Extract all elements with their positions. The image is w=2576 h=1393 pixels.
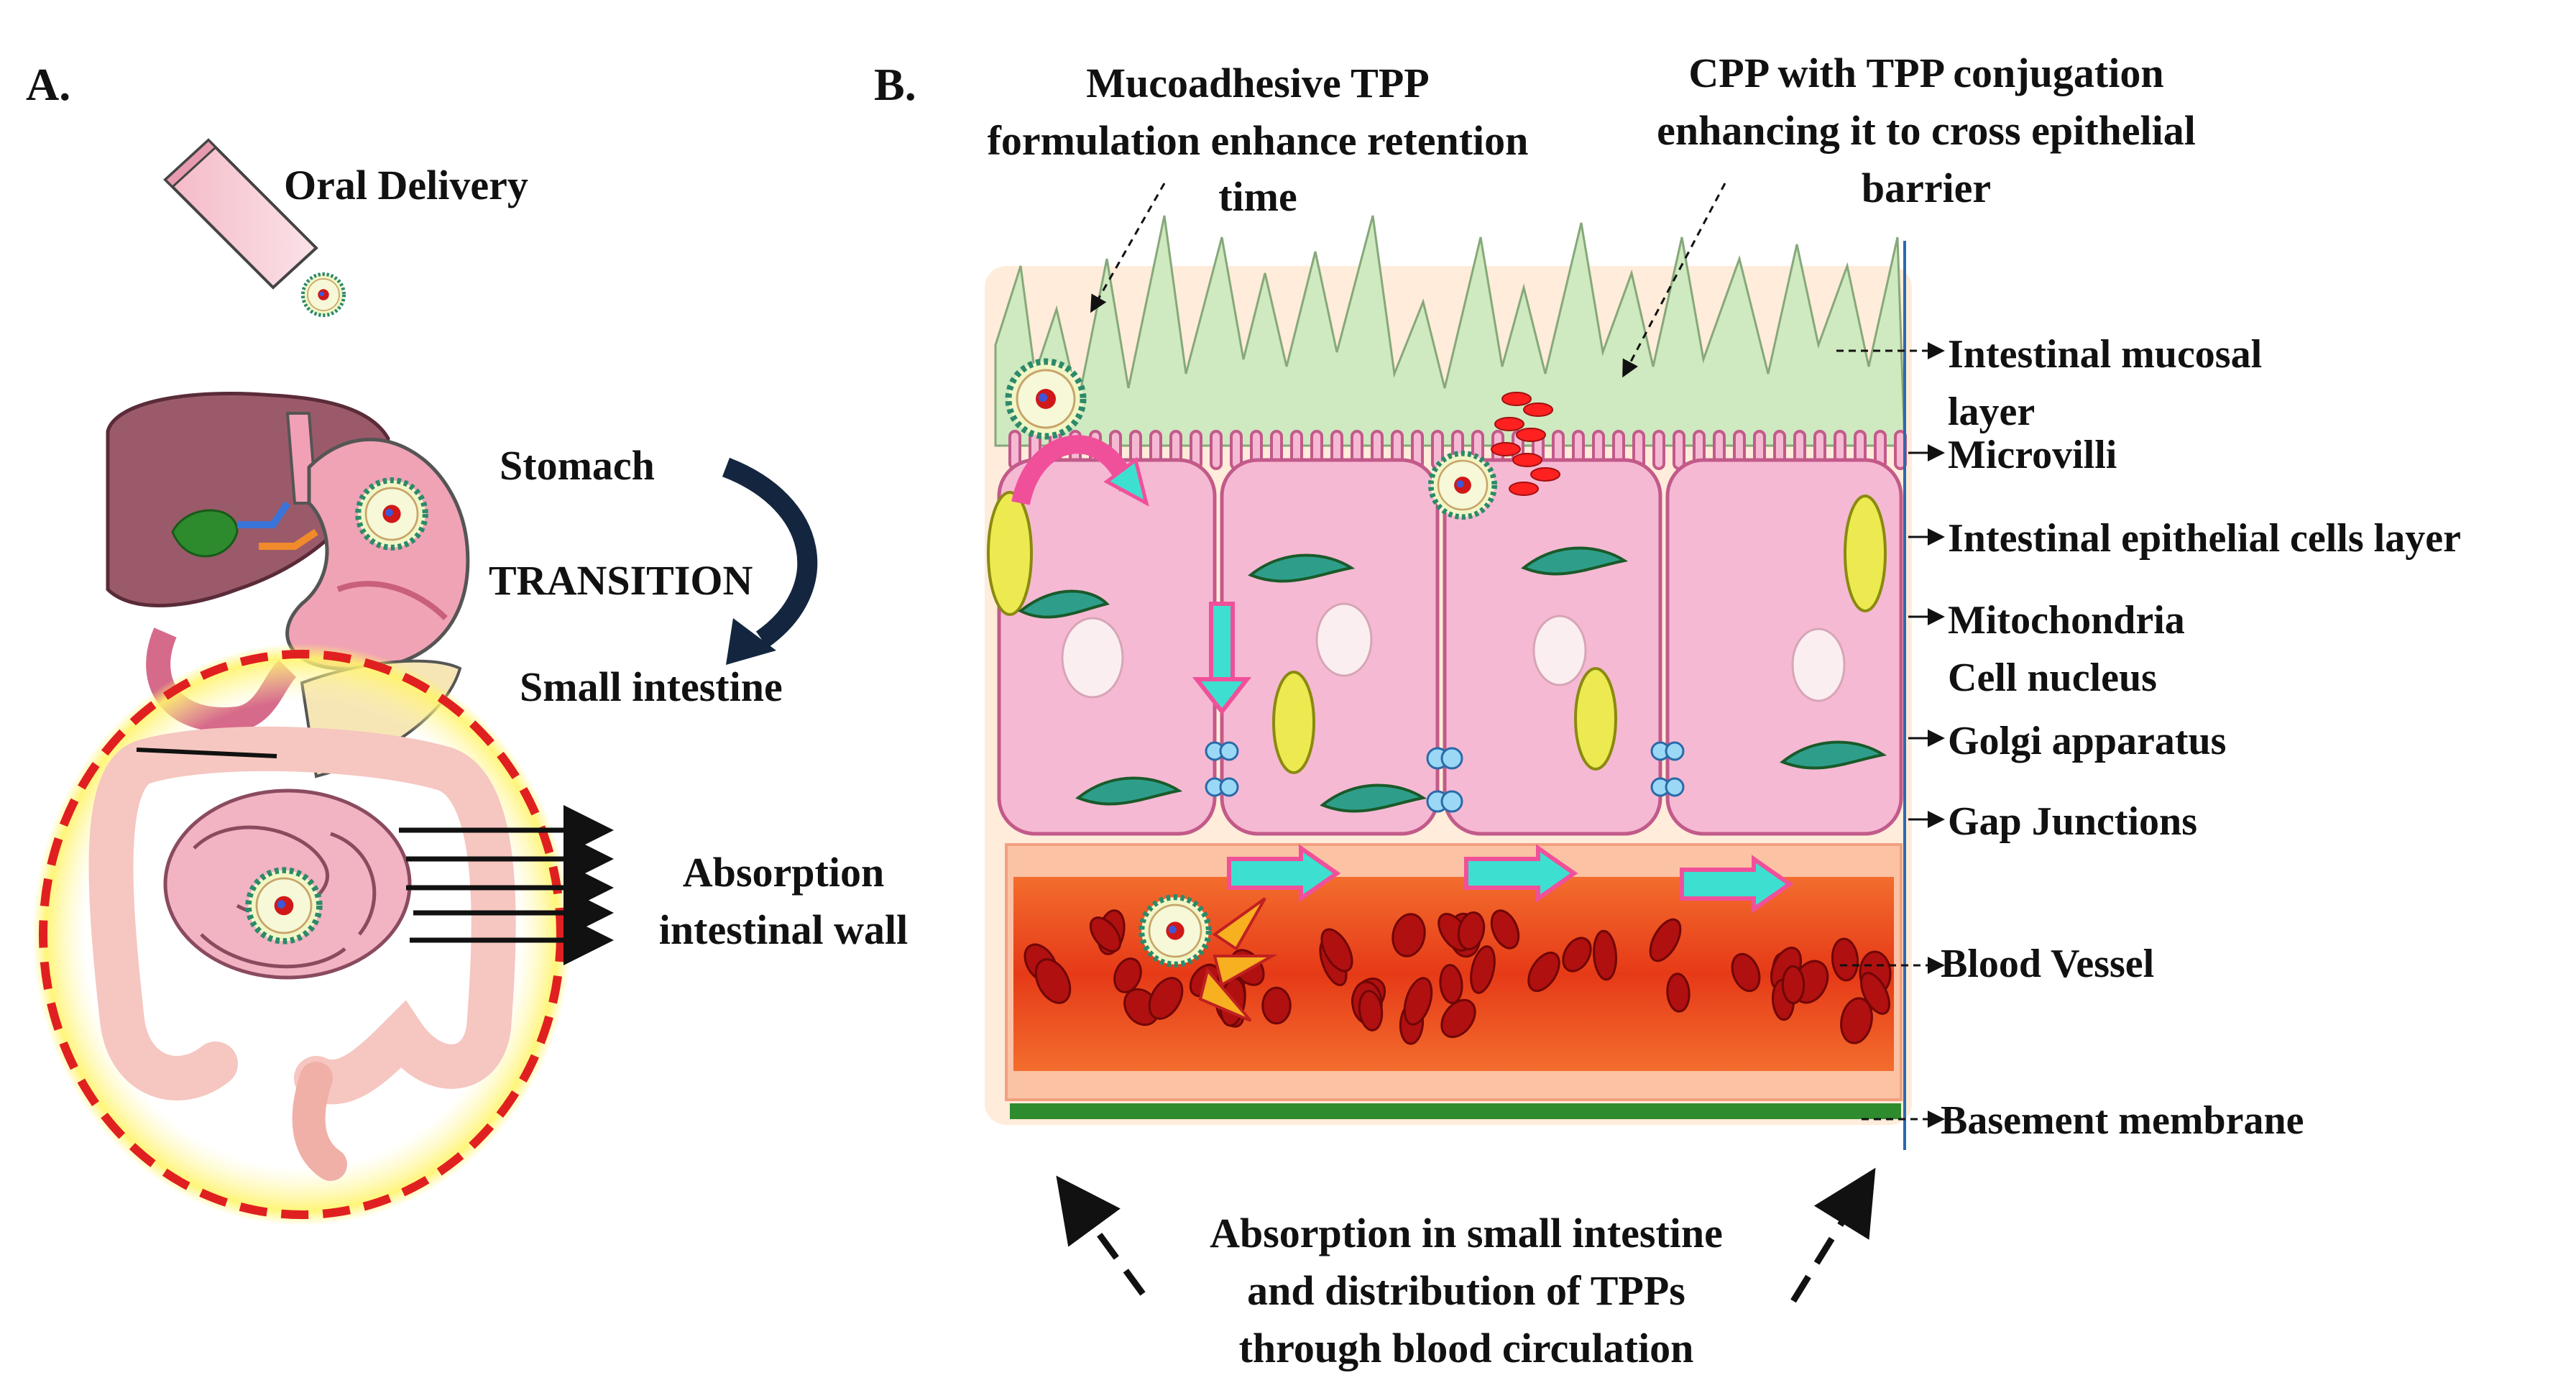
panel-b-letter: B. <box>874 59 916 110</box>
blood-nanoparticle-icon <box>1141 897 1209 965</box>
label-pointers <box>1836 342 1945 1128</box>
small-intestine-label: Small intestine <box>520 663 783 710</box>
panel-a-letter: A. <box>26 59 71 110</box>
stomach-shape <box>285 437 470 671</box>
cell-nuclei <box>1061 602 1846 702</box>
transition-label: TRANSITION <box>489 557 753 604</box>
uptake-curve-arrow <box>1011 435 1138 505</box>
stomach-label: Stomach <box>500 442 655 489</box>
mucoadhesive-callout-line3: time <box>1218 173 1297 220</box>
oral-delivery-label: Oral Delivery <box>284 162 528 208</box>
cpp-nanoparticle-icon <box>1431 454 1494 517</box>
panel-b-graphics <box>985 183 1945 1303</box>
gap-junction-dots <box>1205 741 1685 813</box>
mucosal-layer-label-line2: layer <box>1948 390 2036 434</box>
absorption-label-line1: Absorption <box>682 849 885 896</box>
cpp-peptides <box>1491 392 1560 496</box>
mucoadhesive-callout-line2: formulation enhance retention <box>987 117 1529 164</box>
mucosal-layer-label-line1: Intestinal mucosal <box>1948 332 2263 377</box>
cpp-callout-line1: CPP with TPP conjugation <box>1688 50 2164 96</box>
bottom-caption-line2: and distribution of TPPs <box>1247 1267 1685 1314</box>
small-intestine-highlight-circle <box>39 650 565 1219</box>
oral-nanoparticle-icon <box>303 274 344 315</box>
absorption-arrows <box>399 805 614 965</box>
microvilli-label: Microvilli <box>1948 433 2117 477</box>
bottom-caption-line3: through blood circulation <box>1238 1325 1694 1371</box>
mitochondria-label: Mitochondria <box>1948 598 2185 643</box>
panel-a-graphics <box>32 138 818 1226</box>
cpp-callout-line2: enhancing it to cross epithelial <box>1657 107 2196 154</box>
cpp-callout-line3: barrier <box>1861 165 1992 211</box>
golgi-label: Golgi apparatus <box>1948 719 2227 763</box>
mitochondria-shapes <box>987 491 1887 774</box>
transition-arrow <box>722 457 818 648</box>
mucoadhesive-nanoparticle-icon <box>1008 362 1083 436</box>
gallbladder-shape <box>171 509 239 558</box>
mucosal-layer-shape <box>994 215 1906 447</box>
gap-junctions-label: Gap Junctions <box>1948 799 2197 844</box>
basement-membrane-shape <box>1010 1103 1901 1119</box>
stomach-nanoparticle-icon <box>358 480 426 548</box>
basement-membrane-label: Basement membrane <box>1941 1098 2304 1143</box>
cell-nucleus-label: Cell nucleus <box>1948 656 2157 700</box>
epithelial-layer-label: Intestinal epithelial cells layer <box>1948 516 2461 561</box>
oral-delivery-tube <box>163 138 318 290</box>
blood-vessel-label: Blood Vessel <box>1941 942 2155 986</box>
mucoadhesive-callout-line1: Mucoadhesive TPP <box>1086 60 1430 106</box>
absorption-label-line2: intestinal wall <box>658 906 908 953</box>
golgi-shapes <box>1018 546 1887 813</box>
transport-arrows <box>1227 844 1794 914</box>
bottom-caption-line1: Absorption in small intestine <box>1210 1210 1723 1256</box>
intestine-nanoparticle-icon <box>249 870 320 942</box>
